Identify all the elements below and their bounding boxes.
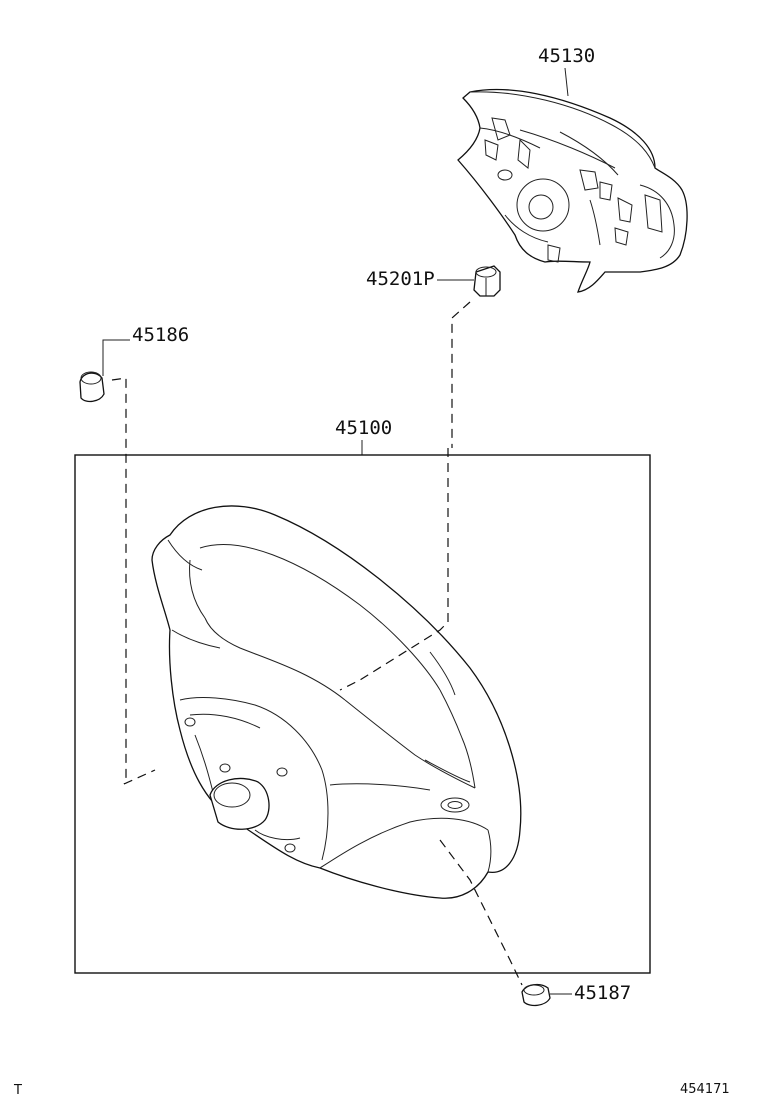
horn-pad-part	[457, 88, 688, 293]
label-wheel: 45100	[335, 417, 392, 439]
dashed-line-cap-left	[111, 377, 127, 785]
footer-left-mark: T	[13, 1083, 22, 1098]
dashed-line-nut	[451, 301, 471, 448]
leader-line-cap-left	[102, 339, 130, 376]
leader-line-pad	[564, 67, 569, 97]
label-pad: 45130	[538, 45, 595, 67]
cap-bottom-part	[521, 983, 551, 1007]
label-cap-bottom: 45187	[574, 982, 631, 1004]
dashed-line-cap-bottom	[439, 839, 523, 986]
dashed-line-cap-left-lower	[123, 769, 156, 785]
cap-left-part	[79, 371, 105, 403]
diagram-code: 454171	[680, 1082, 730, 1097]
dashed-line-nut-lower	[339, 448, 449, 691]
wheel-frame	[74, 454, 651, 974]
label-nut: 45201P	[366, 268, 435, 290]
steering-wheel-part	[151, 505, 522, 899]
nut-part	[473, 265, 501, 297]
label-cap-left: 45186	[132, 324, 189, 346]
